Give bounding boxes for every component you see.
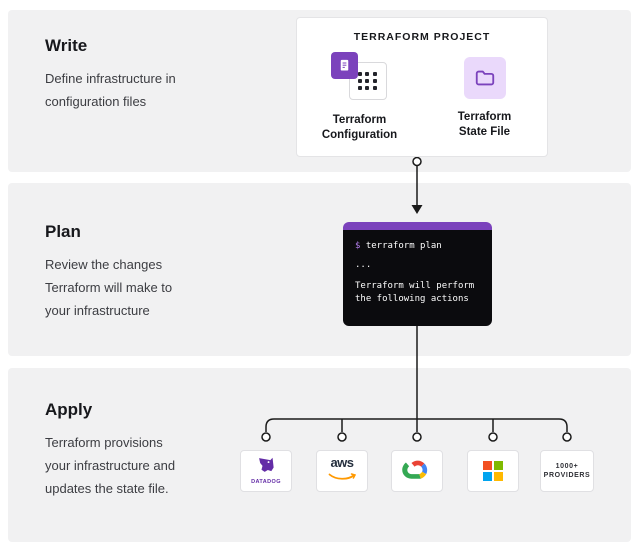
terraform-project-items: Terraform Configuration Terraform State … xyxy=(297,52,547,143)
terminal-command-line: $ terraform plan xyxy=(355,241,480,251)
terraform-configuration-icon xyxy=(330,52,389,102)
microsoft-logo-icon xyxy=(483,461,503,481)
plan-description: Review the changes Terraform will make t… xyxy=(45,257,173,318)
write-description: Define infrastructure in configuration f… xyxy=(45,71,176,109)
plan-section-band xyxy=(8,183,631,356)
apply-title: Apply xyxy=(45,400,93,419)
terminal-body: $ terraform plan ... Terraform will perf… xyxy=(343,230,492,326)
write-title: Write xyxy=(45,36,88,55)
document-icon xyxy=(330,52,358,79)
provider-microsoft xyxy=(467,450,519,492)
google-cloud-logo-icon xyxy=(402,457,432,486)
aws-smile-icon xyxy=(328,468,357,486)
terraform-configuration-label: Terraform Configuration xyxy=(321,114,398,141)
provider-more-providers: 1000+ PROVIDERS xyxy=(540,450,594,492)
datadog-logo-icon xyxy=(257,457,275,478)
terminal-title-bar xyxy=(343,222,492,230)
plan-section-text: Plan Review the changes Terraform will m… xyxy=(45,222,245,322)
terminal-window: $ terraform plan ... Terraform will perf… xyxy=(343,222,492,326)
apply-description: Terraform provisions your infrastructure… xyxy=(45,435,176,496)
provider-datadog: DATADOG xyxy=(240,450,292,492)
provider-google-cloud xyxy=(391,450,443,492)
plan-title: Plan xyxy=(45,222,81,241)
terminal-prompt: $ xyxy=(355,241,361,251)
provider-aws: aws xyxy=(316,450,368,492)
terminal-ellipsis: ... xyxy=(355,260,372,270)
terminal-command: terraform plan xyxy=(365,241,442,251)
apply-section-text: Apply Terraform provisions your infrastr… xyxy=(45,400,245,500)
terminal-output: Terraform will perform the following act… xyxy=(355,281,475,304)
datadog-label: DATADOG xyxy=(251,479,281,485)
folder-icon xyxy=(463,57,506,99)
terraform-state-file-item: Terraform State File xyxy=(422,52,547,143)
terraform-project-title: TERRAFORM PROJECT xyxy=(353,31,491,43)
terraform-state-file-label: Terraform State File xyxy=(457,111,512,138)
aws-logo-icon: aws xyxy=(330,454,354,470)
terraform-configuration-item: Terraform Configuration xyxy=(297,52,422,143)
more-providers-label: 1000+ PROVIDERS xyxy=(543,463,591,479)
write-section-text: Write Define infrastructure in configura… xyxy=(45,36,245,113)
terraform-project-box: TERRAFORM PROJECT xyxy=(296,17,548,157)
